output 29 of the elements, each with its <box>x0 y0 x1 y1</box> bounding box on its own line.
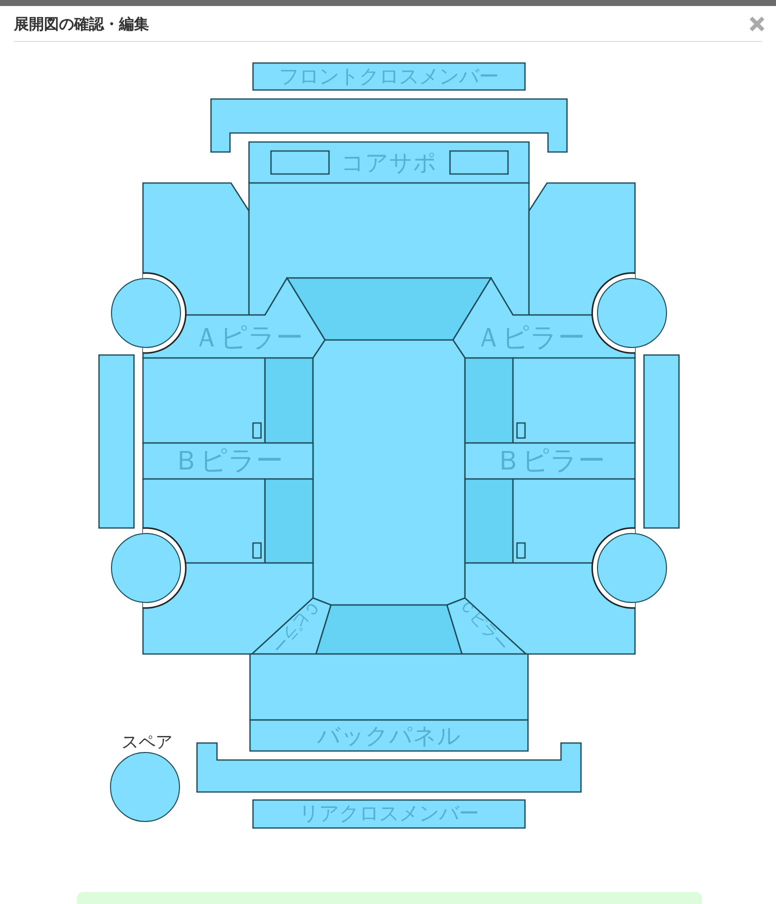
wheel <box>111 278 181 348</box>
wheel <box>597 533 667 603</box>
dialog-title: 展開図の確認・編集 <box>14 16 149 34</box>
fender-panel <box>142 182 250 316</box>
window-panel <box>264 478 314 564</box>
part-caption: スペア <box>122 734 172 750</box>
wheel <box>597 278 667 348</box>
cross-member-bar <box>252 62 526 91</box>
window-panel <box>264 357 314 444</box>
door-panel <box>512 357 636 444</box>
pillar-panel <box>142 442 314 480</box>
door-panel <box>142 357 266 444</box>
pillar-panel <box>464 442 636 480</box>
back-panel <box>249 719 529 752</box>
lamp-opening <box>270 150 330 175</box>
side-sill-panel <box>643 354 680 529</box>
door-handle <box>252 542 262 559</box>
bumper-panel <box>210 98 568 153</box>
fender-panel <box>528 182 636 316</box>
door-handle <box>516 542 526 559</box>
door-handle <box>252 422 262 439</box>
lamp-opening <box>449 150 509 175</box>
window-panel <box>464 357 514 444</box>
door-handle <box>516 422 526 439</box>
side-sill-panel <box>98 354 135 529</box>
core-support-panel <box>248 141 530 184</box>
cross-member-bar <box>252 799 526 829</box>
wheel <box>111 533 181 603</box>
window-panel <box>464 478 514 564</box>
